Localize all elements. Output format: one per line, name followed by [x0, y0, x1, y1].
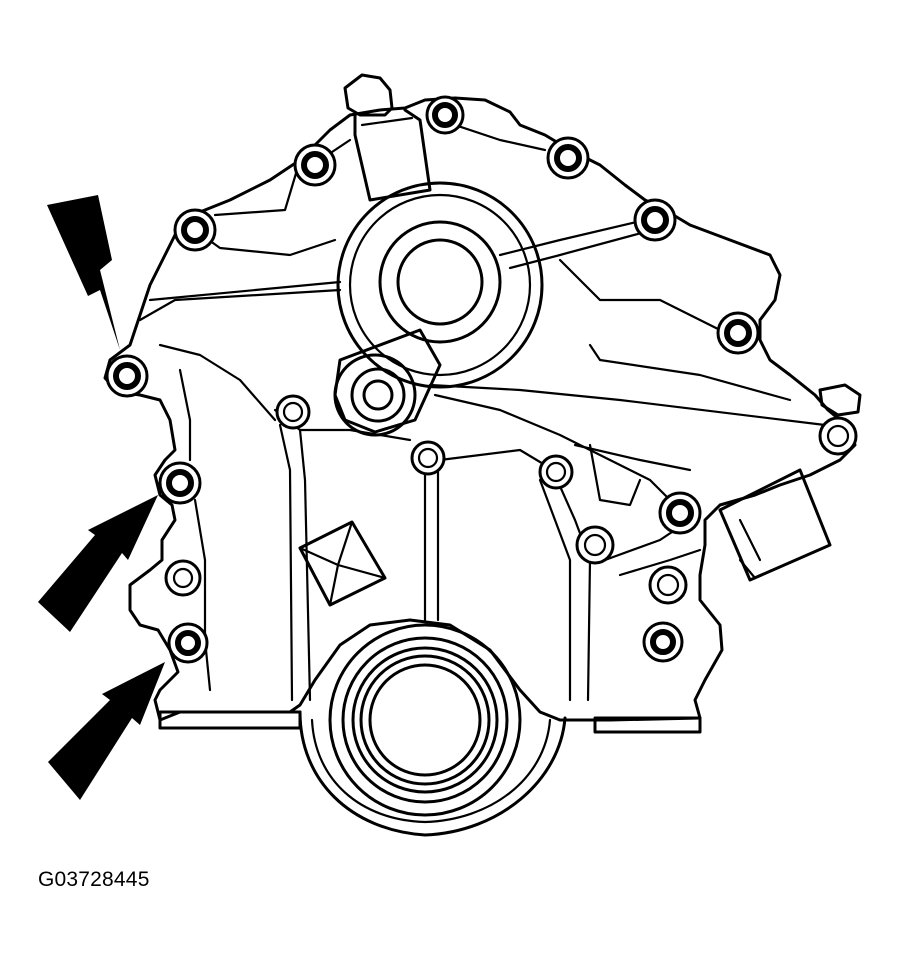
bolt-hole	[425, 95, 465, 135]
figure-id-label: G03728445	[38, 868, 150, 891]
internal-ribs	[138, 118, 827, 702]
bolt-hole	[164, 559, 202, 597]
arrow-lower-left	[48, 662, 165, 800]
bolt-hole	[173, 208, 217, 252]
bolt-hole	[633, 198, 677, 242]
bolt-hole	[546, 136, 590, 180]
bolt-hole	[818, 416, 858, 456]
bolt-hole	[275, 394, 311, 430]
bolt-hole	[410, 440, 446, 476]
right-outlet-pipe	[718, 383, 862, 582]
arrow-middle-left	[38, 495, 158, 632]
bolt-holes	[105, 95, 858, 664]
upper-outlet	[343, 73, 432, 202]
bolt-hole	[716, 311, 760, 355]
arrow-upper-left	[47, 195, 120, 350]
callout-arrows	[38, 195, 165, 800]
crankshaft-seal	[328, 623, 522, 817]
cover-outline	[103, 96, 857, 837]
bolt-hole	[105, 354, 149, 398]
bolt-hole	[538, 454, 574, 490]
bolt-hole	[642, 621, 684, 663]
bolt-hole	[575, 525, 615, 565]
idler-arm	[333, 328, 442, 437]
bolt-hole	[167, 622, 209, 664]
pyramid-boss	[298, 520, 387, 607]
bolt-hole	[648, 565, 688, 605]
water-pump-housing	[336, 181, 544, 389]
bolt-hole	[293, 143, 337, 187]
bolt-hole	[158, 461, 202, 505]
bolt-hole	[658, 491, 702, 535]
